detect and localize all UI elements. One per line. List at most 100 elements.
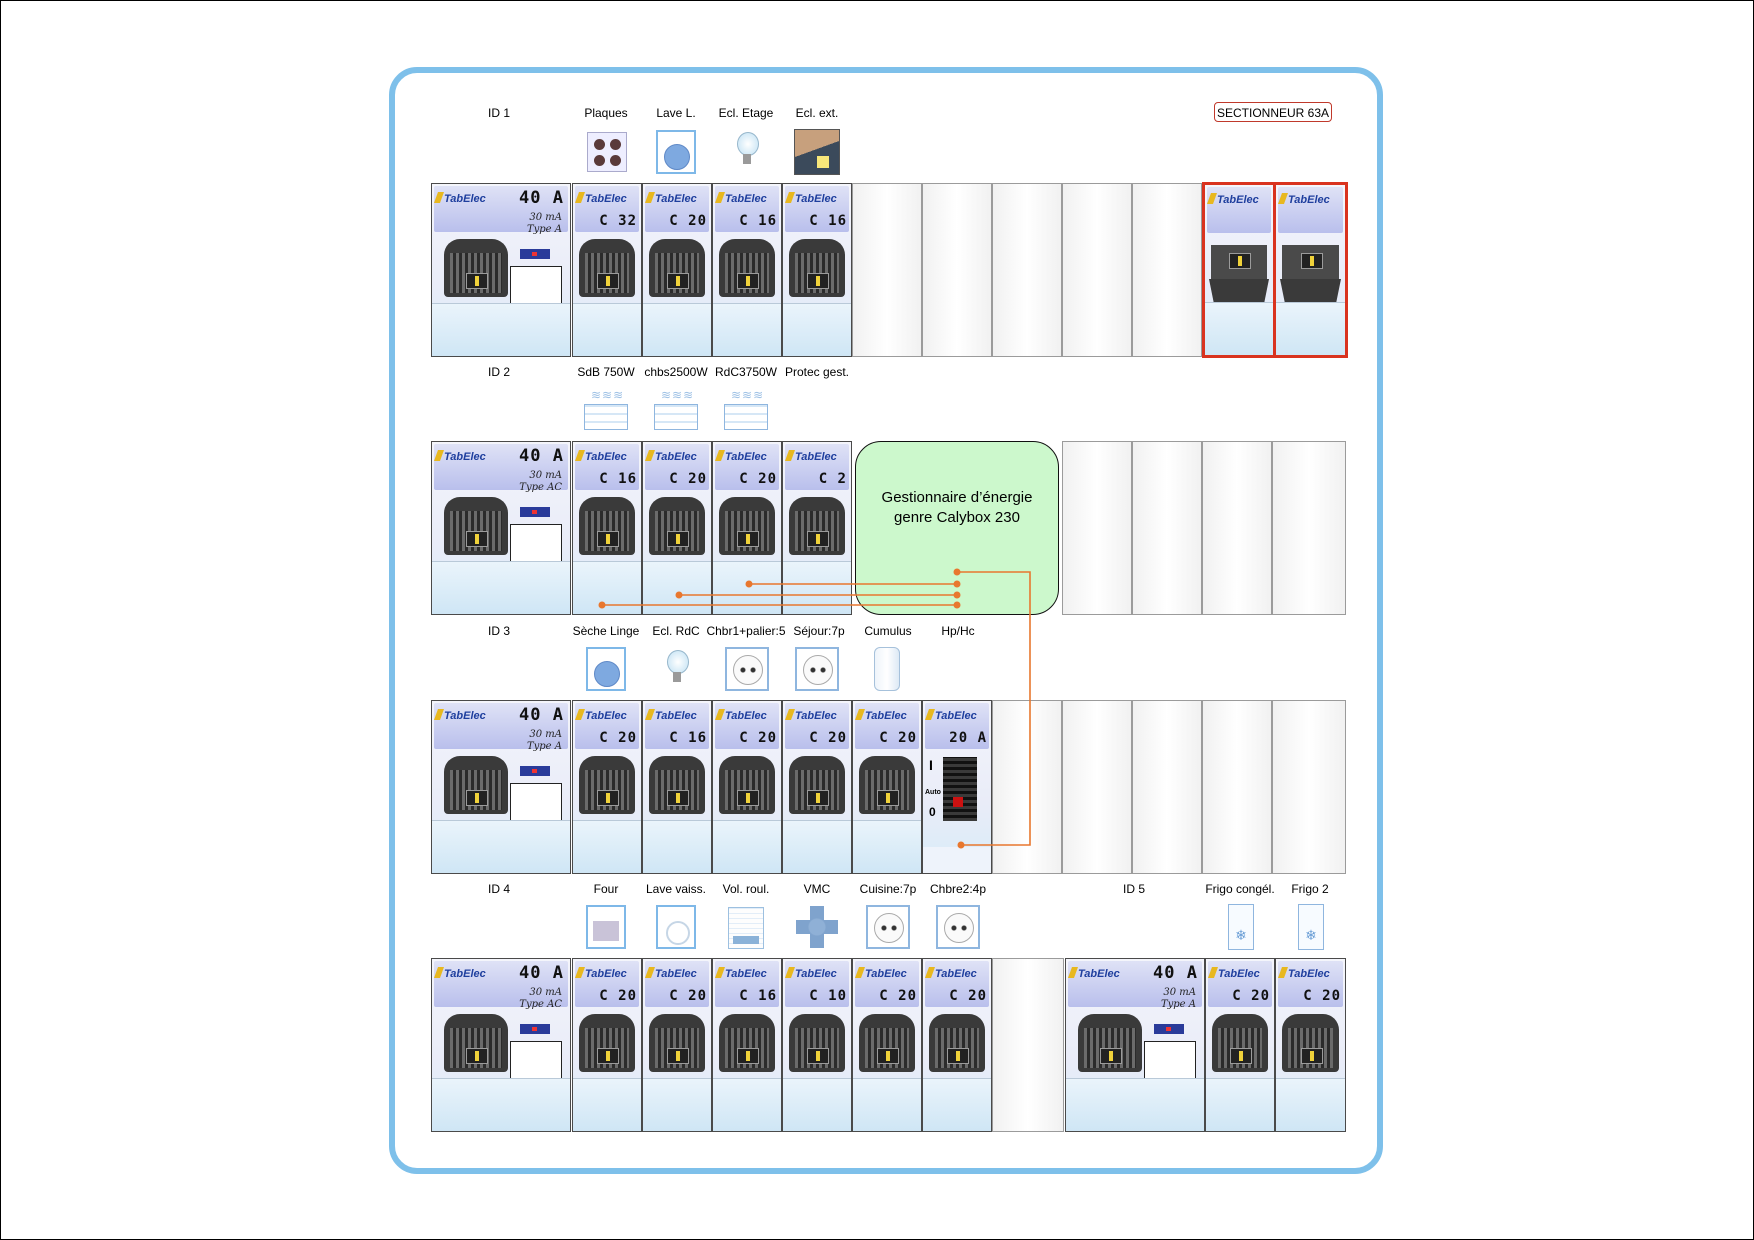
circuit-label: RdC3750W bbox=[714, 365, 778, 379]
circuit-breaker[interactable]: TabElec C 20 bbox=[572, 958, 642, 1132]
circuit-label: Cuisine:7p bbox=[859, 882, 917, 896]
toggle-lever[interactable] bbox=[1229, 253, 1251, 269]
toggle-lever[interactable] bbox=[877, 1048, 899, 1064]
toggle-lever[interactable] bbox=[597, 273, 619, 289]
toggle-lever[interactable] bbox=[597, 531, 619, 547]
toggle-lever[interactable] bbox=[1300, 1048, 1323, 1064]
toggle-lever[interactable] bbox=[877, 790, 899, 806]
toggle-lever[interactable] bbox=[597, 790, 619, 806]
empty-slot bbox=[1202, 700, 1272, 874]
toggle-lever[interactable] bbox=[807, 531, 829, 547]
type-label: Type A bbox=[526, 741, 562, 752]
sensitivity-label: 30 mA bbox=[529, 470, 562, 481]
circuit-label: Ecl. Etage bbox=[718, 106, 774, 120]
empty-slot bbox=[1132, 183, 1202, 357]
rating-label: 20 A bbox=[949, 730, 987, 746]
type-label: Type A bbox=[1160, 999, 1196, 1010]
brand-logo: TabElec bbox=[927, 709, 977, 722]
toggle-lever[interactable] bbox=[1300, 253, 1323, 269]
empty-slot bbox=[1272, 441, 1346, 615]
toggle-lever[interactable] bbox=[466, 1048, 488, 1064]
rating-label: 40 A bbox=[519, 446, 564, 466]
sectionneur-switch[interactable]: TabElec TabElec bbox=[1202, 182, 1348, 358]
brand-logo: TabElec bbox=[647, 450, 697, 463]
toggle-lever[interactable] bbox=[737, 531, 759, 547]
toggle-lever[interactable] bbox=[807, 790, 829, 806]
test-button[interactable] bbox=[520, 507, 550, 517]
off-position-label: 0 bbox=[929, 805, 936, 819]
toggle-lever[interactable] bbox=[466, 273, 488, 289]
brand-logo: TabElec bbox=[787, 450, 837, 463]
circuit-label: Ecl. ext. bbox=[795, 106, 839, 120]
rating-label: 40 A bbox=[1153, 963, 1198, 983]
toggle-lever[interactable] bbox=[667, 273, 689, 289]
toggle-lever[interactable] bbox=[667, 531, 689, 547]
brand-logo: TabElec bbox=[647, 192, 697, 205]
toggle-lever[interactable] bbox=[597, 1048, 619, 1064]
sectionneur-pole[interactable]: TabElec bbox=[1205, 185, 1276, 355]
hphc-contactor[interactable]: TabElec 20 A I Auto 0 bbox=[922, 700, 992, 874]
row-id-label: ID 3 bbox=[487, 624, 511, 638]
toggle-lever[interactable] bbox=[667, 790, 689, 806]
circuit-label: Lave L. bbox=[656, 106, 696, 120]
toggle-lever[interactable] bbox=[1230, 1048, 1252, 1064]
test-button[interactable] bbox=[1154, 1024, 1184, 1034]
test-button[interactable] bbox=[520, 249, 550, 259]
rating-label: C 20 bbox=[599, 988, 637, 1004]
circuit-label: VMC bbox=[803, 882, 831, 896]
brand-logo: TabElec bbox=[577, 967, 627, 980]
rating-label: 40 A bbox=[519, 963, 564, 983]
toggle-lever[interactable] bbox=[667, 1048, 689, 1064]
toggle-lever[interactable] bbox=[466, 790, 488, 806]
rating-label: C 10 bbox=[809, 988, 847, 1004]
wire-terminal bbox=[953, 601, 961, 609]
empty-slot bbox=[1272, 700, 1346, 874]
water-heater-icon bbox=[874, 647, 900, 691]
sensitivity-label: 30 mA bbox=[529, 987, 562, 998]
test-button[interactable] bbox=[520, 766, 550, 776]
toggle-lever[interactable] bbox=[807, 273, 829, 289]
socket-icon bbox=[866, 905, 910, 949]
brand-logo: TabElec bbox=[647, 709, 697, 722]
toggle-lever[interactable] bbox=[947, 1048, 969, 1064]
sensitivity-label: 30 mA bbox=[529, 729, 562, 740]
brand-logo: TabElec bbox=[577, 450, 627, 463]
sectionneur-pole[interactable]: TabElec bbox=[1276, 185, 1345, 355]
energy-manager[interactable]: Gestionnaire d’énergie genre Calybox 230 bbox=[855, 441, 1059, 615]
toggle-lever[interactable] bbox=[1100, 1048, 1122, 1064]
toggle-lever[interactable] bbox=[466, 531, 488, 547]
toggle-lever[interactable] bbox=[737, 790, 759, 806]
circuit-label: Protec gest. bbox=[784, 365, 850, 379]
toggle-lever[interactable] bbox=[737, 1048, 759, 1064]
wire-terminal bbox=[598, 601, 606, 609]
toggle-lever[interactable] bbox=[807, 1048, 829, 1064]
toggle-lever[interactable] bbox=[737, 273, 759, 289]
row-id-label: ID 4 bbox=[487, 882, 511, 896]
mode-selector[interactable] bbox=[943, 757, 977, 821]
test-button[interactable] bbox=[520, 1024, 550, 1034]
